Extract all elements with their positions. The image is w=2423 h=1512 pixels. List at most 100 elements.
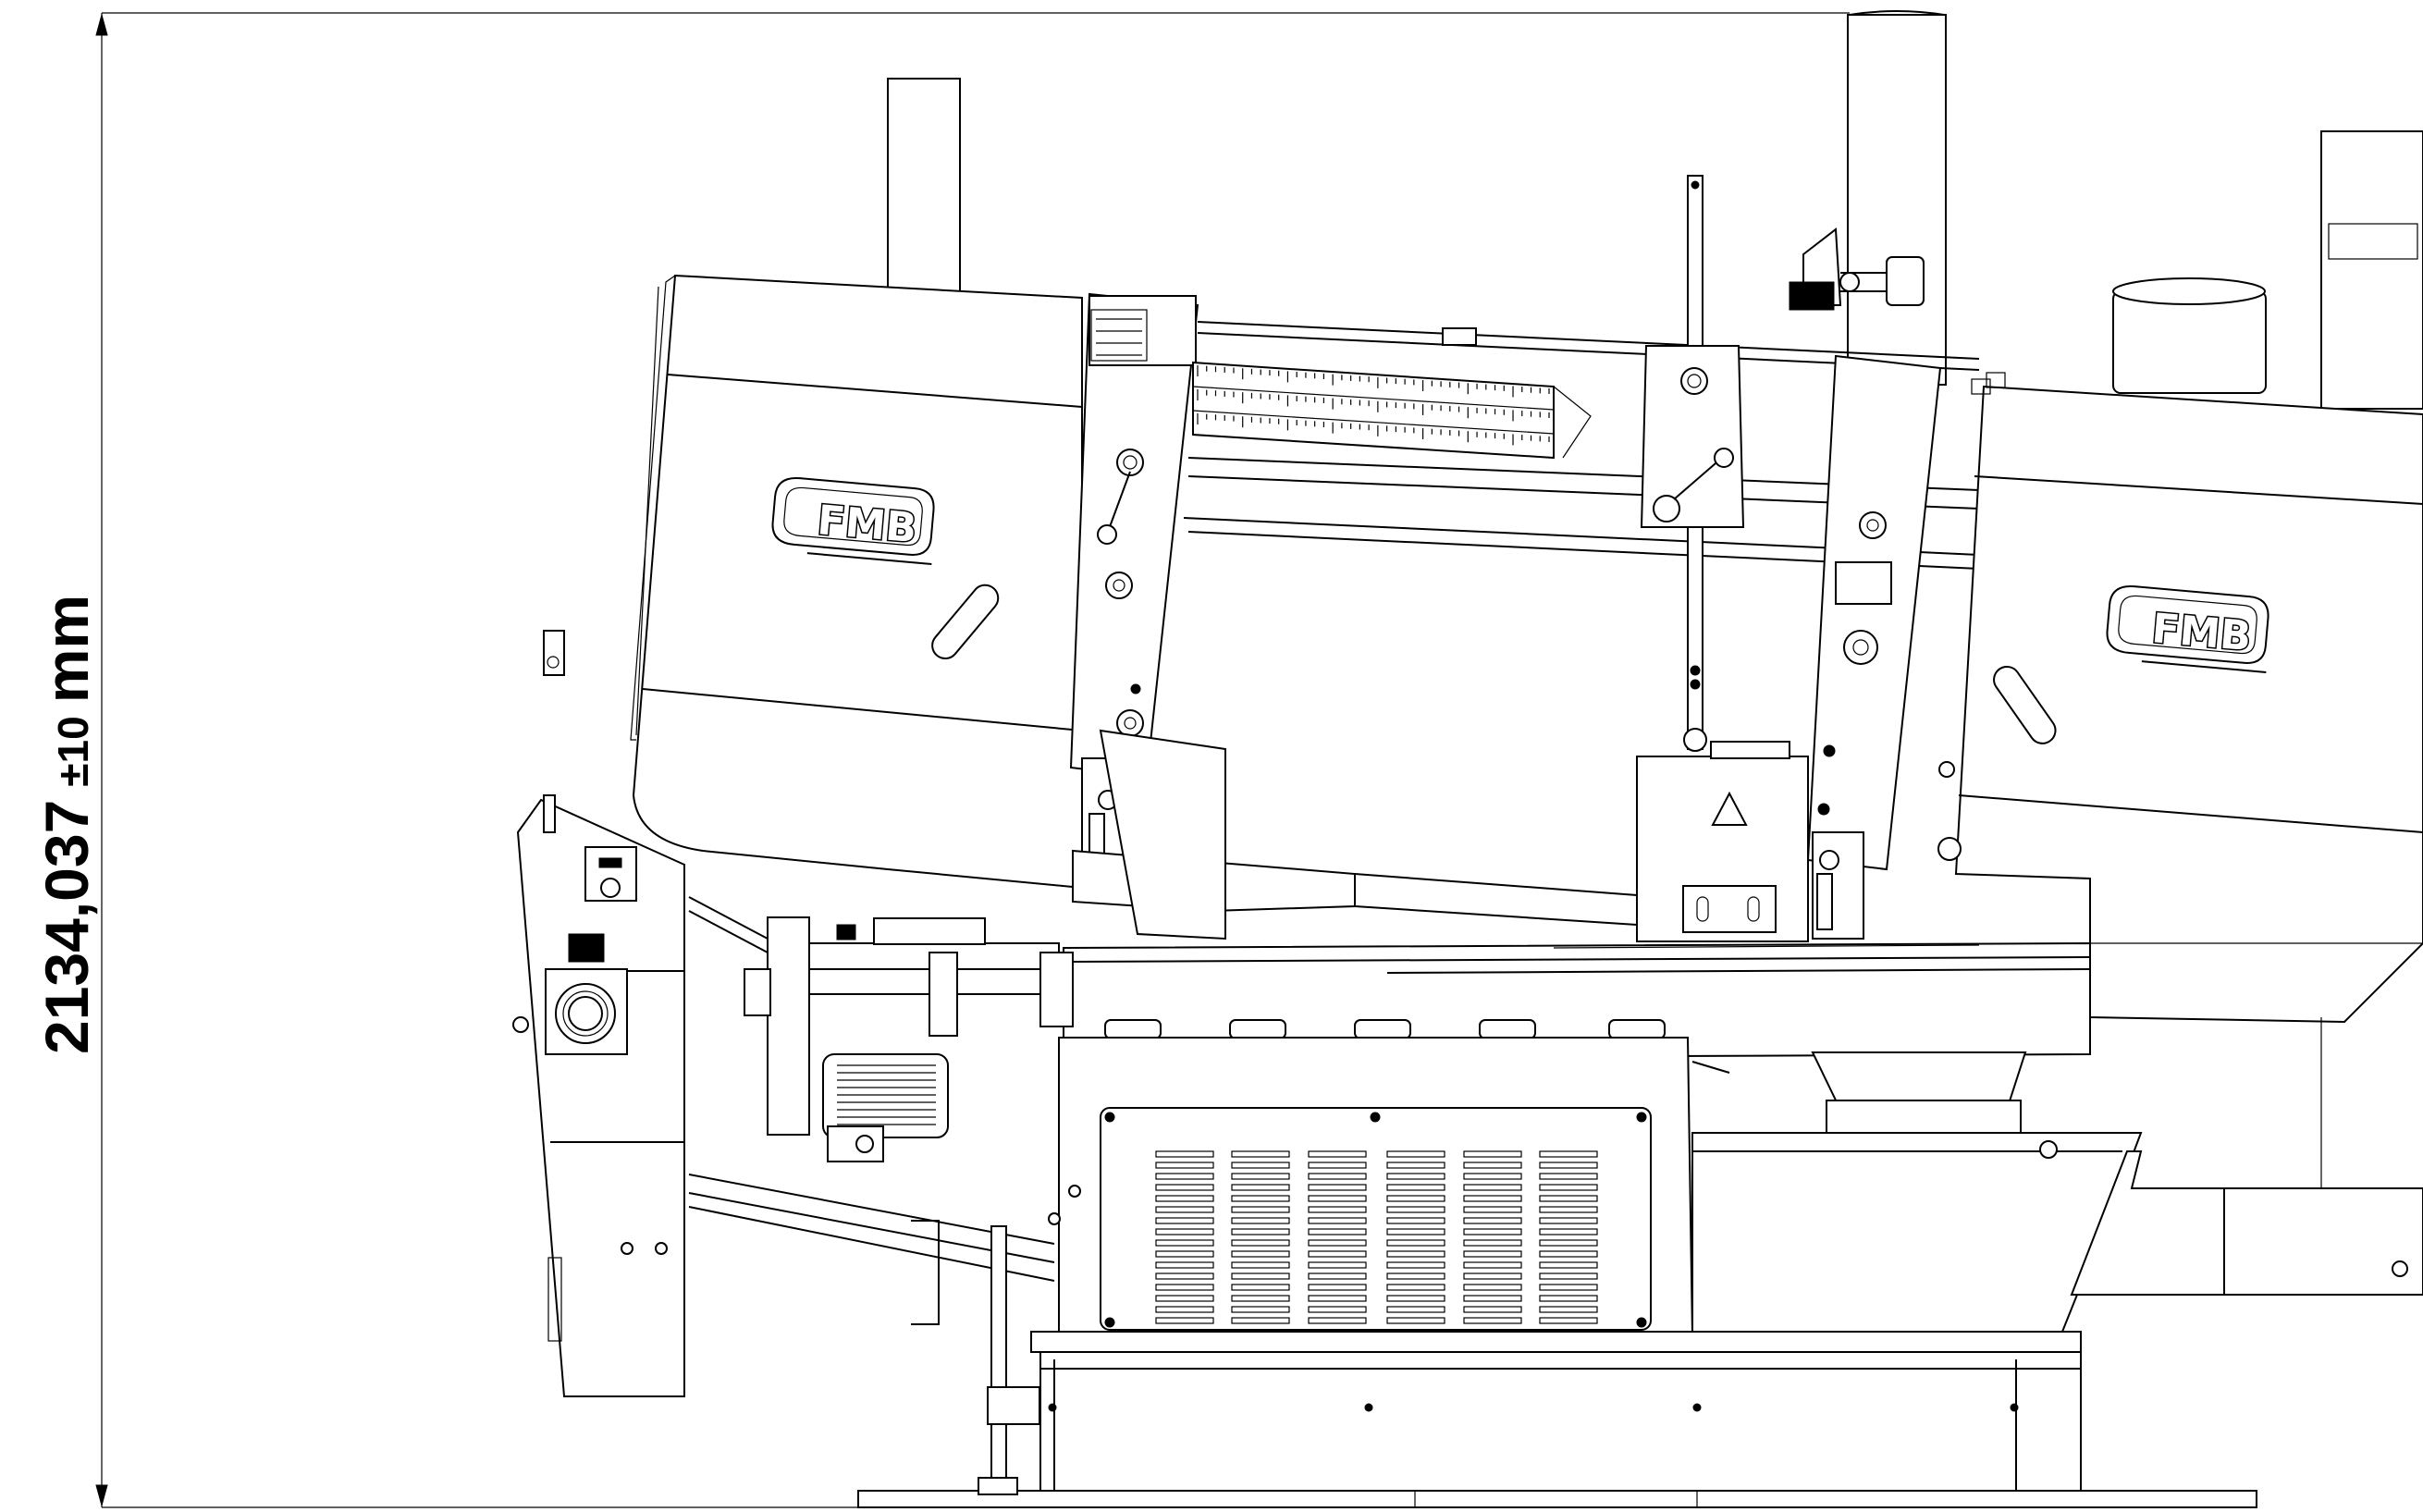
vent-slot — [1231, 1184, 1290, 1191]
vent-slot — [1308, 1284, 1367, 1291]
vent-slot — [1539, 1272, 1598, 1280]
vent-slot — [1155, 1228, 1214, 1235]
vent-slot — [1231, 1317, 1290, 1324]
control-cabinet — [512, 630, 685, 1397]
vent-slot — [1463, 1206, 1522, 1213]
vent-slot — [1155, 1195, 1214, 1202]
vent-slot — [1463, 1195, 1522, 1202]
vent-slot — [1308, 1250, 1367, 1258]
vent-slot — [1155, 1284, 1214, 1291]
dimension-tolerance: ±10 — [49, 716, 97, 786]
left-blade-guard — [630, 274, 1083, 890]
vent-slot — [1539, 1239, 1598, 1247]
vent-slot — [1155, 1150, 1214, 1158]
vent-slot — [1539, 1284, 1598, 1291]
vent-slot — [1231, 1284, 1290, 1291]
vent-slot — [1155, 1162, 1214, 1169]
vent-slot — [1155, 1261, 1214, 1269]
vent-slot — [1308, 1195, 1367, 1202]
vent-slot — [1231, 1250, 1290, 1258]
vent-slot — [1308, 1261, 1367, 1269]
vent-slot — [1308, 1217, 1367, 1224]
vent-slot — [1155, 1317, 1214, 1324]
vent-slot — [1155, 1206, 1214, 1213]
vent-slot — [1539, 1150, 1598, 1158]
vent-slot — [1386, 1206, 1445, 1213]
control-label-panel — [1090, 309, 1148, 362]
vent-slot — [1308, 1306, 1367, 1313]
dimension-unit: mm — [32, 595, 101, 703]
vent-slot — [1231, 1239, 1290, 1247]
vent-slot — [1539, 1317, 1598, 1324]
right-blade-guard — [1937, 372, 2423, 1024]
vent-slot — [1463, 1150, 1522, 1158]
vent-slot — [1386, 1239, 1445, 1247]
vent-slot — [1386, 1272, 1445, 1280]
vent-slot — [1231, 1150, 1290, 1158]
vent-slot — [1308, 1239, 1367, 1247]
vent-slot — [1308, 1162, 1367, 1169]
dimension-value: 2134,037 — [32, 800, 101, 1054]
vent-slot — [1539, 1217, 1598, 1224]
vent-slot — [1308, 1272, 1367, 1280]
vent-slot — [1386, 1250, 1445, 1258]
base-platform — [857, 1331, 2257, 1508]
right-column — [1789, 227, 1942, 940]
motor-assembly — [688, 896, 1074, 1162]
vent-slot — [1386, 1195, 1445, 1202]
vent-slot — [1386, 1295, 1445, 1302]
vent-slot — [1463, 1261, 1522, 1269]
vent-slot — [1386, 1228, 1445, 1235]
vent-slot — [1539, 1206, 1598, 1213]
vent-slot — [1155, 1239, 1214, 1247]
vent-slot — [1463, 1162, 1522, 1169]
vent-slot — [1155, 1184, 1214, 1191]
vent-slot — [1231, 1228, 1290, 1235]
blade-strip — [1072, 729, 1638, 940]
vent-slot — [1308, 1228, 1367, 1235]
vent-slot — [1539, 1228, 1598, 1235]
vise-block — [1636, 741, 1809, 1028]
fmb-logo-left: FMB — [771, 477, 935, 565]
vent-slot — [1386, 1284, 1445, 1291]
vent-slot — [1308, 1295, 1367, 1302]
vent-slot — [1155, 1306, 1214, 1313]
vent-slot — [1463, 1184, 1522, 1191]
vent-slot — [1155, 1217, 1214, 1224]
right-lower-frame — [1691, 942, 2423, 1333]
vent-slot — [1231, 1217, 1290, 1224]
base-cabinet — [1058, 1037, 1694, 1337]
height-dimension: 2134,037 ±10 mm — [32, 12, 1850, 1508]
vent-slot — [1231, 1173, 1290, 1180]
vent-slot — [1386, 1261, 1445, 1269]
vent-slot — [1155, 1173, 1214, 1180]
ruler-ticks — [1197, 365, 1550, 446]
vent-slot — [1386, 1184, 1445, 1191]
vent-slot — [1231, 1261, 1290, 1269]
vent-slot — [1463, 1239, 1522, 1247]
vent-slot — [1386, 1317, 1445, 1324]
vent-slot — [1539, 1184, 1598, 1191]
vent-slot — [1539, 1261, 1598, 1269]
work-table — [1063, 941, 2091, 1061]
fmb-logo-text: FMB — [816, 497, 918, 552]
vent-slot — [1463, 1228, 1522, 1235]
dimension-label: 2134,037 ±10 mm — [32, 595, 101, 1054]
vent-slot — [1539, 1306, 1598, 1313]
vent-slot — [1463, 1317, 1522, 1324]
scale-ruler — [1192, 361, 1555, 460]
vent-slot — [1539, 1195, 1598, 1202]
feed-rod — [1640, 175, 1745, 752]
vent-slot — [1308, 1184, 1367, 1191]
vent-slot — [1463, 1217, 1522, 1224]
vent-slot — [1463, 1284, 1522, 1291]
vent-slot — [1539, 1295, 1598, 1302]
vent-slot — [1231, 1195, 1290, 1202]
vent-slot — [1386, 1306, 1445, 1313]
top-posts — [887, 10, 2423, 410]
vent-slot — [1308, 1150, 1367, 1158]
fmb-logo-right: FMB — [2106, 585, 2269, 673]
support-leg — [688, 1174, 1061, 1495]
vent-slot — [1463, 1295, 1522, 1302]
